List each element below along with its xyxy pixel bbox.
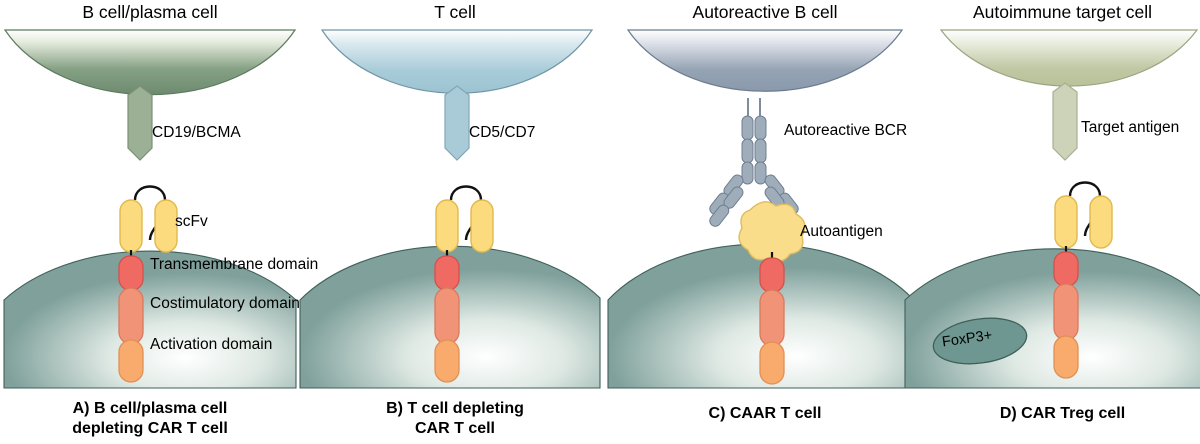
transmembrane-domain-label: Transmembrane domain xyxy=(150,256,319,273)
panel-b-caption-line1: B) T cell depleting xyxy=(386,400,524,417)
autoantigen-icon xyxy=(738,201,806,262)
panel-c-antigen-label: Autoreactive BCR xyxy=(784,122,908,139)
panel-d-graphics xyxy=(904,29,1200,389)
transmembrane-domain-icon xyxy=(434,255,460,291)
scfv-vh-domain xyxy=(435,199,459,253)
t-cell-target-membrane xyxy=(320,29,594,94)
activation-domain-label: Activation domain xyxy=(150,336,273,353)
scfv-vh-domain xyxy=(1054,195,1078,249)
panel-b-graphics xyxy=(299,29,601,389)
panel-a-antigen-label: CD19/BCMA xyxy=(152,124,241,141)
panel-b-title: T cell xyxy=(434,2,476,22)
transmembrane-domain-icon xyxy=(759,257,785,293)
panel-b-antigen-label: CD5/CD7 xyxy=(469,124,536,141)
b-cell-membrane xyxy=(3,29,297,96)
panel-d-caption-line1: D) CAR Treg cell xyxy=(999,405,1126,422)
cd19-bcma-antigen-icon xyxy=(127,85,153,161)
panel-b-caption-line2: CAR T cell xyxy=(414,420,495,437)
transmembrane-domain-icon xyxy=(118,255,144,291)
activation-domain-icon xyxy=(434,339,460,383)
autoantigen-label: Autoantigen xyxy=(800,223,883,240)
transmembrane-domain-icon xyxy=(1053,251,1079,287)
foxp3-nucleus xyxy=(932,317,1028,365)
panel-c: Autoreactive B cell xyxy=(607,0,913,444)
car-treg-membrane xyxy=(904,248,1200,389)
panel-c-title: Autoreactive B cell xyxy=(692,2,838,22)
panel-c-caption-line1: C) CAAR T cell xyxy=(708,405,822,422)
costimulatory-domain-icon xyxy=(1053,283,1079,341)
activation-domain-icon xyxy=(759,341,785,385)
scfv-vl-domain xyxy=(470,199,494,253)
scfv-vl-domain xyxy=(154,199,178,253)
panel-d-antigen-label: Target antigen xyxy=(1081,119,1180,136)
costimulatory-domain-icon xyxy=(434,287,460,345)
costimulatory-domain-icon xyxy=(118,287,144,345)
activation-domain-icon xyxy=(1053,335,1079,379)
costimulatory-domain-label: Costimulatory domain xyxy=(150,295,300,312)
panel-a-caption-line2: depleting CAR T cell xyxy=(72,420,228,437)
cd5-cd7-antigen-icon xyxy=(444,85,470,161)
panel-d: Autoimmune target cell xyxy=(904,0,1200,444)
autoreactive-b-cell-membrane xyxy=(626,29,904,92)
panel-a-caption-line1: A) B cell/plasma cell xyxy=(72,400,228,417)
autoimmune-target-cell-membrane xyxy=(939,29,1199,87)
target-antigen-icon xyxy=(1052,82,1078,161)
panel-c-graphics xyxy=(607,29,913,389)
panel-a-title: B cell/plasma cell xyxy=(82,2,218,22)
scfv-vh-domain xyxy=(119,199,143,253)
activation-domain-icon xyxy=(118,339,144,383)
panel-a: B cell/plasma cell xyxy=(0,0,318,444)
scfv-vl-domain xyxy=(1089,195,1113,249)
costimulatory-domain-icon xyxy=(759,289,785,347)
panel-b: T cell CD5/CD7 xyxy=(299,0,601,444)
scfv-label: scFv xyxy=(175,213,208,230)
panel-d-title: Autoimmune target cell xyxy=(973,2,1152,22)
panel-a-graphics xyxy=(3,29,297,389)
